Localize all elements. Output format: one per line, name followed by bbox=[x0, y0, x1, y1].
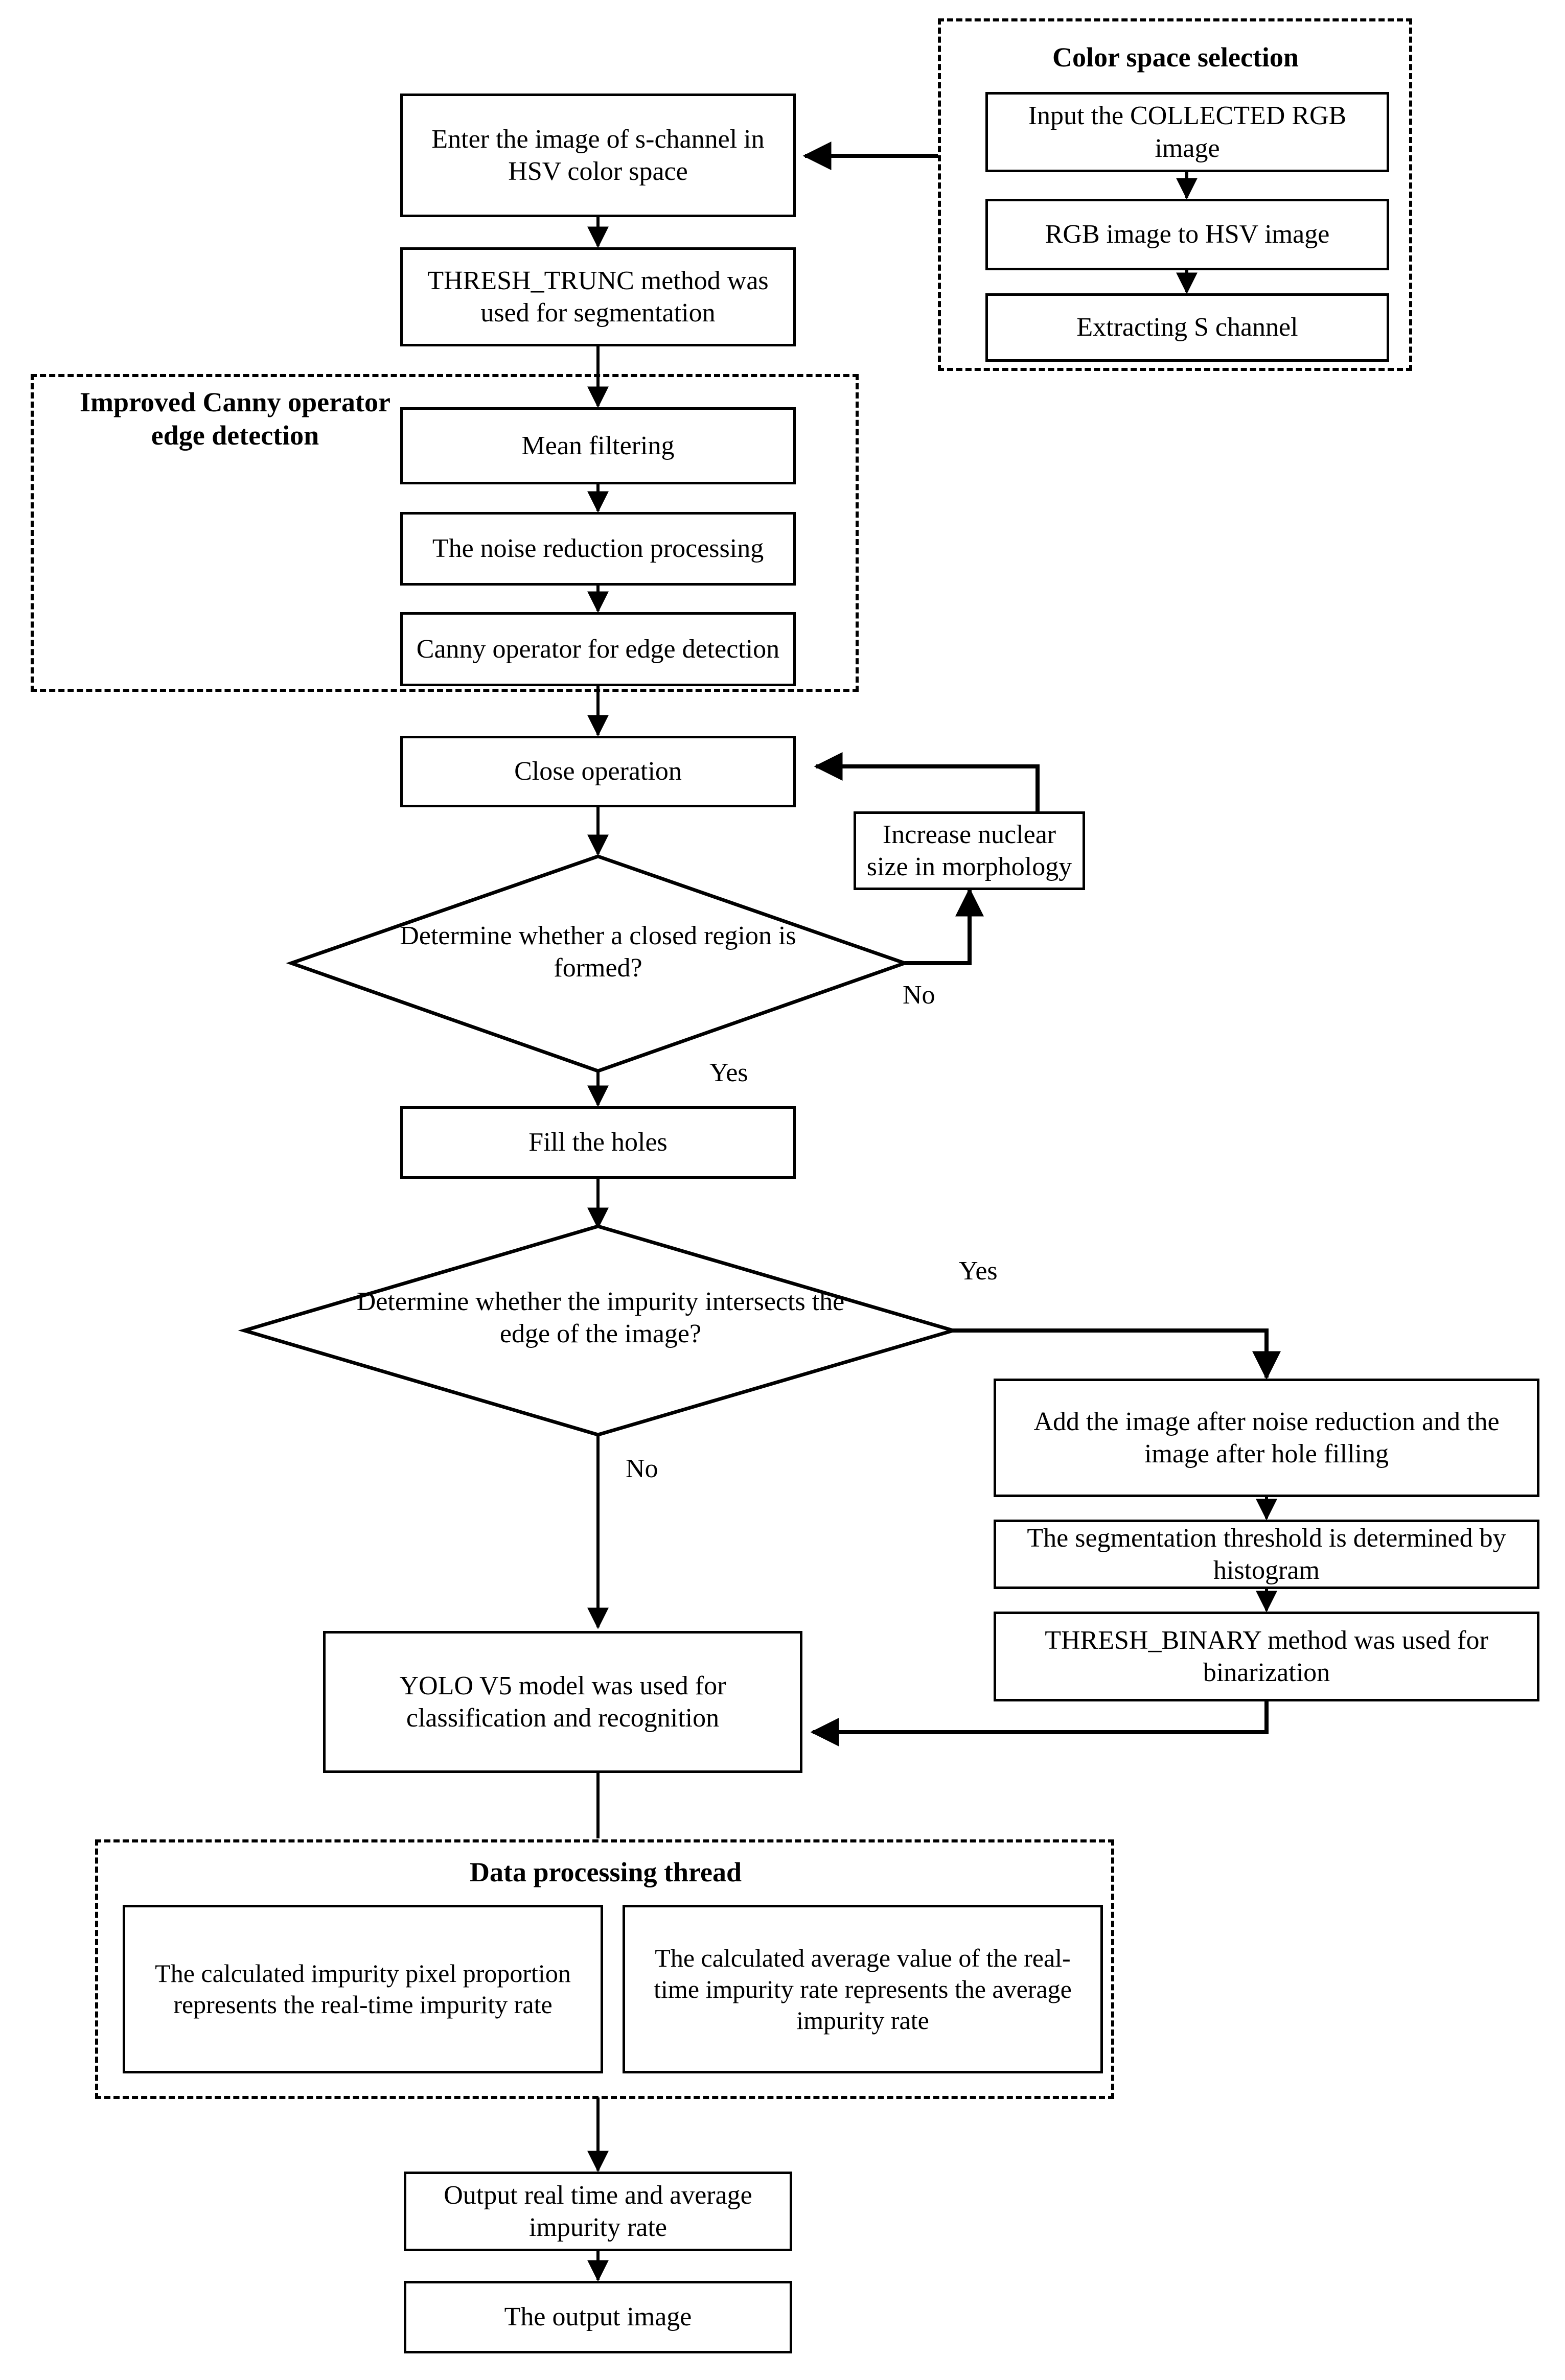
node-thresh-trunc-segmentation[interactable]: THRESH_TRUNC method was used for segment… bbox=[400, 247, 796, 346]
node-increase-nuclear-size[interactable]: Increase nuclear size in morphology bbox=[854, 811, 1085, 890]
node-realtime-impurity-rate[interactable]: The calculated impurity pixel proportion… bbox=[123, 1905, 603, 2073]
node-close-operation[interactable]: Close operation bbox=[400, 736, 796, 807]
arrow-binary-to-yolo bbox=[810, 1701, 1269, 1746]
node-average-impurity-rate[interactable]: The calculated average value of the real… bbox=[623, 1905, 1103, 2073]
node-rgb-to-hsv-image[interactable]: RGB image to HSV image bbox=[985, 199, 1389, 270]
node-output-image[interactable]: The output image bbox=[404, 2281, 792, 2353]
node-yolo-v5-classification[interactable]: YOLO V5 model was used for classificatio… bbox=[323, 1631, 802, 1773]
edge-label-impurity-yes: Yes bbox=[959, 1256, 998, 1286]
edge-label-closed-region-no: No bbox=[903, 981, 935, 1010]
decision-impurity-edge-shape bbox=[238, 1224, 960, 1437]
node-input-collected-rgb-image[interactable]: Input the COLLECTED RGB image bbox=[985, 92, 1389, 172]
decision-closed-region-shape bbox=[286, 854, 910, 1073]
node-output-realtime-average-rate[interactable]: Output real time and average impurity ra… bbox=[404, 2172, 792, 2251]
node-thresh-binary-binarization[interactable]: THRESH_BINARY method was used for binari… bbox=[994, 1612, 1539, 1701]
arrow-increase-to-close bbox=[814, 752, 1040, 811]
arrow-decision1-no-to-increase bbox=[905, 888, 984, 965]
group-title-data-processing-thread: Data processing thread bbox=[469, 1857, 742, 1887]
node-segmentation-threshold-histogram[interactable]: The segmentation threshold is determined… bbox=[994, 1520, 1539, 1589]
node-fill-the-holes[interactable]: Fill the holes bbox=[400, 1106, 796, 1179]
arrow-decision2-yes-to-add bbox=[952, 1328, 1281, 1380]
group-title-improved-canny: Improved Canny operator edge detection bbox=[79, 387, 390, 451]
group-title-color-space: Color space selection bbox=[1052, 42, 1299, 73]
node-add-images[interactable]: Add the image after noise reduction and … bbox=[994, 1379, 1539, 1497]
decision-closed-region-label: Determine whether a closed region is for… bbox=[400, 921, 796, 983]
decision-impurity-edge-label: Determine whether the impurity intersect… bbox=[356, 1287, 845, 1349]
node-extracting-s-channel[interactable]: Extracting S channel bbox=[985, 293, 1389, 362]
edge-label-closed-region-yes: Yes bbox=[709, 1058, 748, 1087]
node-enter-s-channel-image[interactable]: Enter the image of s-channel in HSV colo… bbox=[400, 94, 796, 217]
node-noise-reduction-processing[interactable]: The noise reduction processing bbox=[400, 512, 796, 586]
node-mean-filtering[interactable]: Mean filtering bbox=[400, 407, 796, 484]
node-canny-operator-edge-detection[interactable]: Canny operator for edge detection bbox=[400, 612, 796, 686]
edge-label-impurity-no: No bbox=[626, 1454, 658, 1483]
